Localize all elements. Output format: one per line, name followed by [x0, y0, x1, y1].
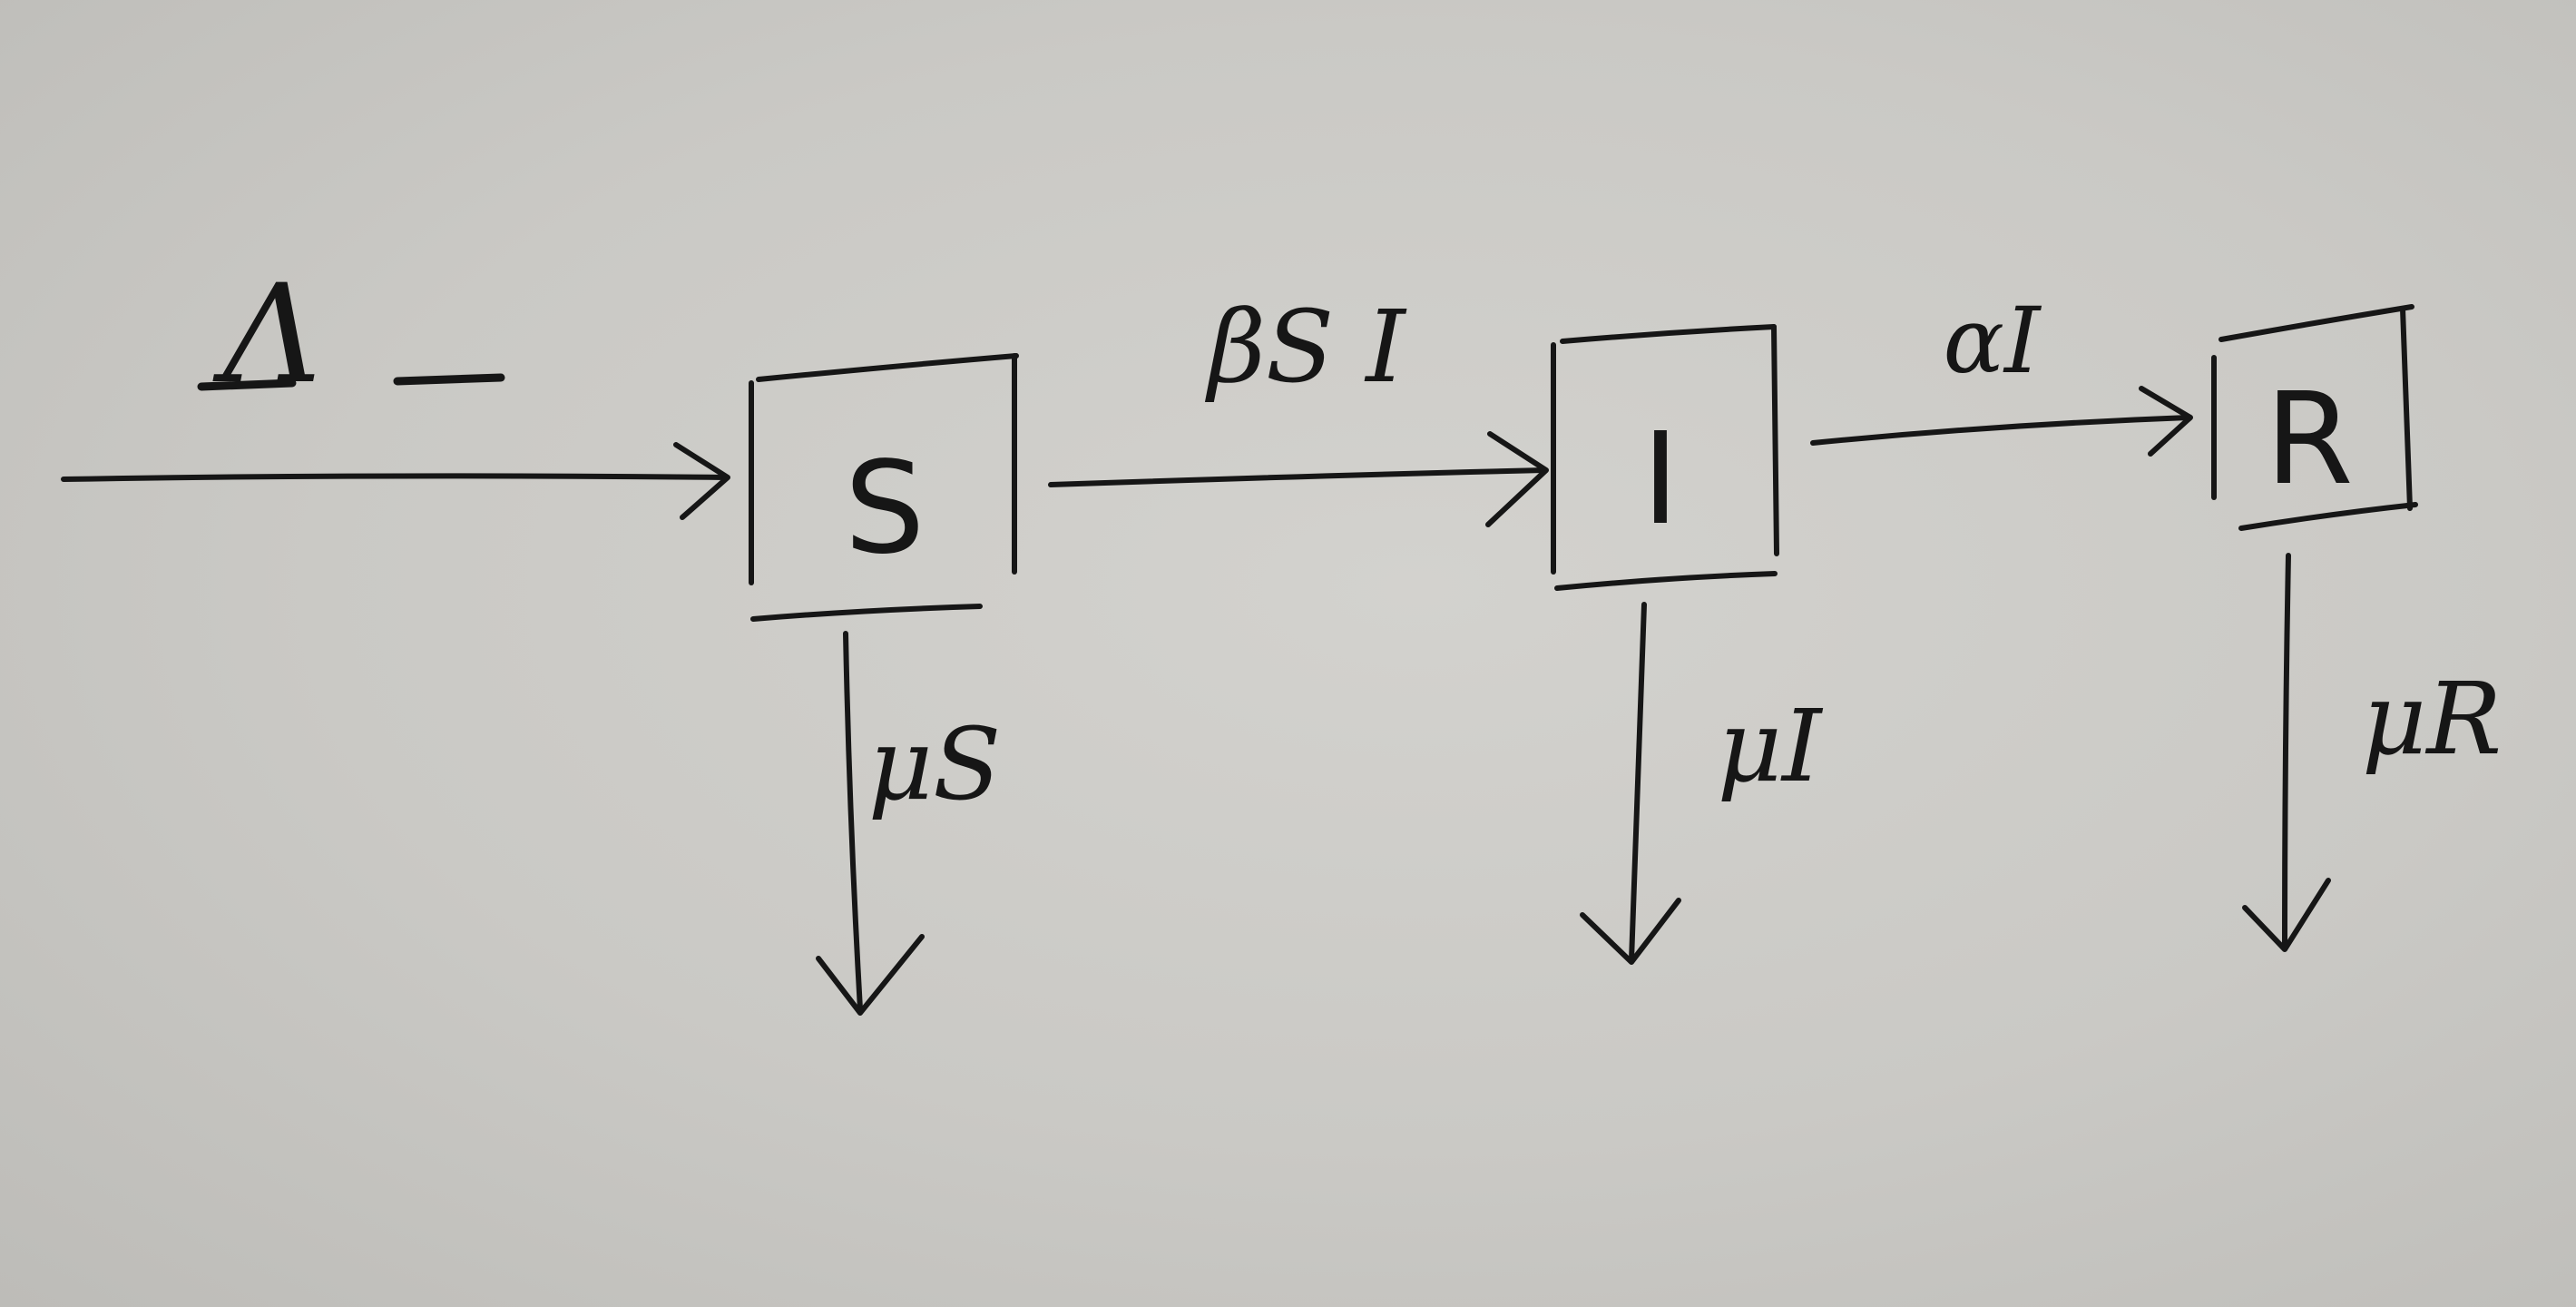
recovery-rate-label: αI [1943, 288, 2042, 394]
node-s [749, 353, 1019, 622]
inflow-arrow [61, 442, 730, 520]
outflow-s-label: μS [868, 706, 1002, 822]
inflow-label: Λ [212, 256, 321, 414]
arrow-s-to-i [1048, 431, 1549, 527]
outflow-r-arrow [2242, 553, 2331, 952]
outflow-i-arrow [1580, 602, 1681, 965]
lambda-foot-right [393, 373, 505, 386]
lambda-foot-left [197, 378, 297, 391]
outflow-r-label: μR [2362, 661, 2502, 777]
node-r-label: R [2265, 366, 2353, 514]
node-s-label: S [845, 435, 926, 583]
arrow-i-to-r [1810, 386, 2193, 457]
outflow-i-label: μI [1718, 688, 1824, 804]
node-i-label: I [1641, 406, 1679, 554]
outflow-s-arrow [816, 631, 925, 1016]
infection-rate-label: βS I [1204, 289, 1407, 405]
node-i [1551, 324, 1779, 591]
node-r [2211, 304, 2418, 531]
